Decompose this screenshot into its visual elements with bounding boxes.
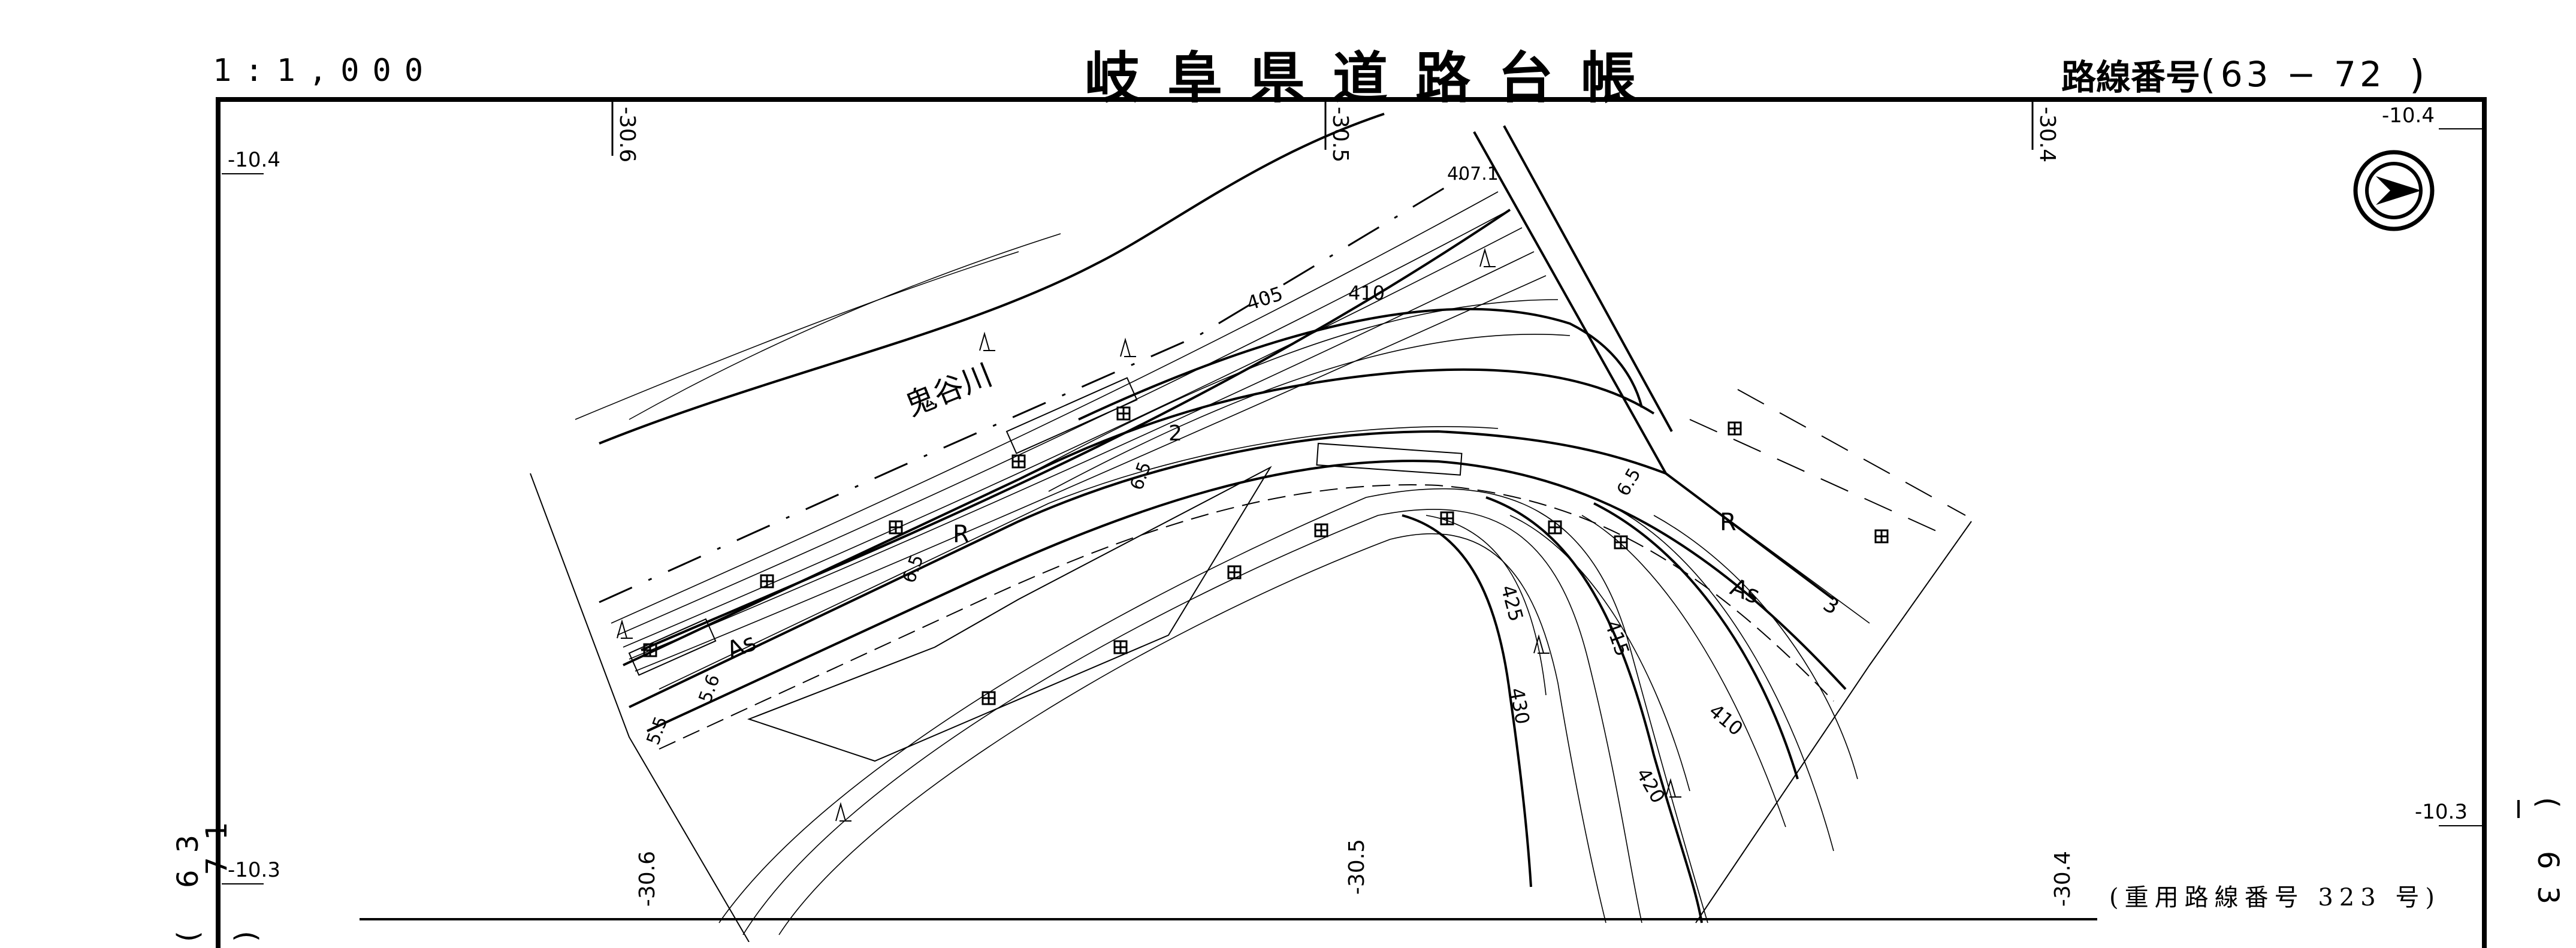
contour-label: 410 <box>1348 282 1385 304</box>
grid-label-right-bottom: -10.3 <box>2415 800 2468 824</box>
contour-label: 425 <box>1496 582 1528 624</box>
utility-box-icon <box>1440 511 1454 526</box>
utility-box-icon <box>889 520 903 535</box>
grass-icon <box>1665 778 1681 798</box>
road-edge-branch <box>1503 125 1673 432</box>
river-bank-thin <box>575 251 1019 420</box>
index-contour-420 <box>1485 496 1703 923</box>
road-edge <box>629 430 1666 708</box>
cut-slope-area <box>747 466 1272 762</box>
section-number: 3 <box>1819 591 1843 620</box>
north-arrow-icon <box>2353 150 2435 231</box>
route-number-block: 路線番号 ( 63 − 72 ) <box>2061 49 2425 99</box>
contour-label: 415 <box>1600 617 1634 659</box>
route-label: 路線番号 <box>2061 57 2201 98</box>
river-centerline <box>599 173 1469 603</box>
map-linework <box>222 102 2484 942</box>
road-centerline <box>659 426 1499 690</box>
utility-box-icon <box>1116 406 1131 421</box>
grid-label-right-top: -10.4 <box>2382 104 2435 128</box>
section-number: 2 <box>1168 421 1182 446</box>
boundary-line <box>1695 521 1972 923</box>
retaining-wall <box>1005 377 1138 454</box>
utility-box-icon <box>760 574 774 588</box>
vegetation-symbols <box>617 247 1681 822</box>
grass-icon <box>1533 634 1550 654</box>
road-edge-branch-thin <box>1665 473 1870 624</box>
utility-box-symbols <box>643 406 1889 705</box>
map-frame <box>216 97 2487 948</box>
grass-icon <box>835 802 851 822</box>
utility-box-icon <box>1728 421 1742 436</box>
spot-height-label: 407.1 <box>1447 164 1499 185</box>
width-label: 6.5 <box>1613 464 1645 500</box>
planned-road <box>1737 389 1966 516</box>
width-label: 6.5 <box>1127 459 1156 493</box>
retaining-wall <box>1316 442 1463 476</box>
index-contour-405 <box>641 209 1511 651</box>
utility-box-icon <box>643 643 657 657</box>
map-scale: 1:1,000 <box>213 53 437 89</box>
bottom-baseline <box>360 918 2097 920</box>
width-label: 5.6 <box>695 672 724 706</box>
grass-icon <box>1120 337 1136 357</box>
grass-icon <box>617 619 633 639</box>
grid-label-left-top: -10.4 <box>228 148 280 172</box>
width-label: 6.5 <box>899 552 928 586</box>
grass-icon <box>1479 247 1496 267</box>
grid-label-top-1: -30.6 <box>615 107 639 163</box>
index-contour-410-south <box>1593 502 1799 780</box>
river-bank <box>599 113 1385 445</box>
grass-icon <box>979 331 995 351</box>
utility-box-icon <box>1614 535 1628 550</box>
road-edge <box>623 368 1655 666</box>
route-paren-open: ( <box>2200 51 2216 98</box>
utility-box-icon <box>1227 565 1242 579</box>
road-edge-south <box>647 460 1847 732</box>
route-number: 63 − 72 <box>2220 54 2385 95</box>
utility-box-icon <box>1011 454 1026 469</box>
road-code-label-west: R <box>953 521 970 548</box>
utility-box-icon <box>1113 640 1128 654</box>
contour-label: 410 <box>1705 699 1747 740</box>
utility-box-icon <box>1314 523 1328 538</box>
contour-label: 405 <box>1244 282 1286 315</box>
road-shoulder-dashed <box>659 484 1834 750</box>
utility-box-icon <box>1548 520 1562 535</box>
boundary-line <box>530 473 750 942</box>
right-adjacent-sheet-ref: ( 63 − <box>2502 797 2565 922</box>
river-name-label: 鬼谷川 <box>901 357 997 423</box>
contour-label: 430 <box>1505 686 1534 726</box>
grid-label-left-bottom: -10.3 <box>228 858 280 882</box>
utility-box-icon <box>982 691 996 705</box>
river-bank-thin <box>629 233 1061 420</box>
index-contour-430 <box>1402 514 1532 887</box>
road-code-label-east: R <box>1720 509 1737 536</box>
route-paren-close: ) <box>2409 51 2425 98</box>
grid-label-top-3: -30.4 <box>2035 107 2059 163</box>
contour-group-south <box>718 488 1858 935</box>
index-contour-410 <box>1078 307 1643 421</box>
retaining-wall <box>628 618 717 676</box>
utility-box-icon <box>1874 529 1889 544</box>
joint-route-note: (重用路線番号 323 号) <box>2109 884 2441 911</box>
width-label: 5.5 <box>643 714 672 748</box>
